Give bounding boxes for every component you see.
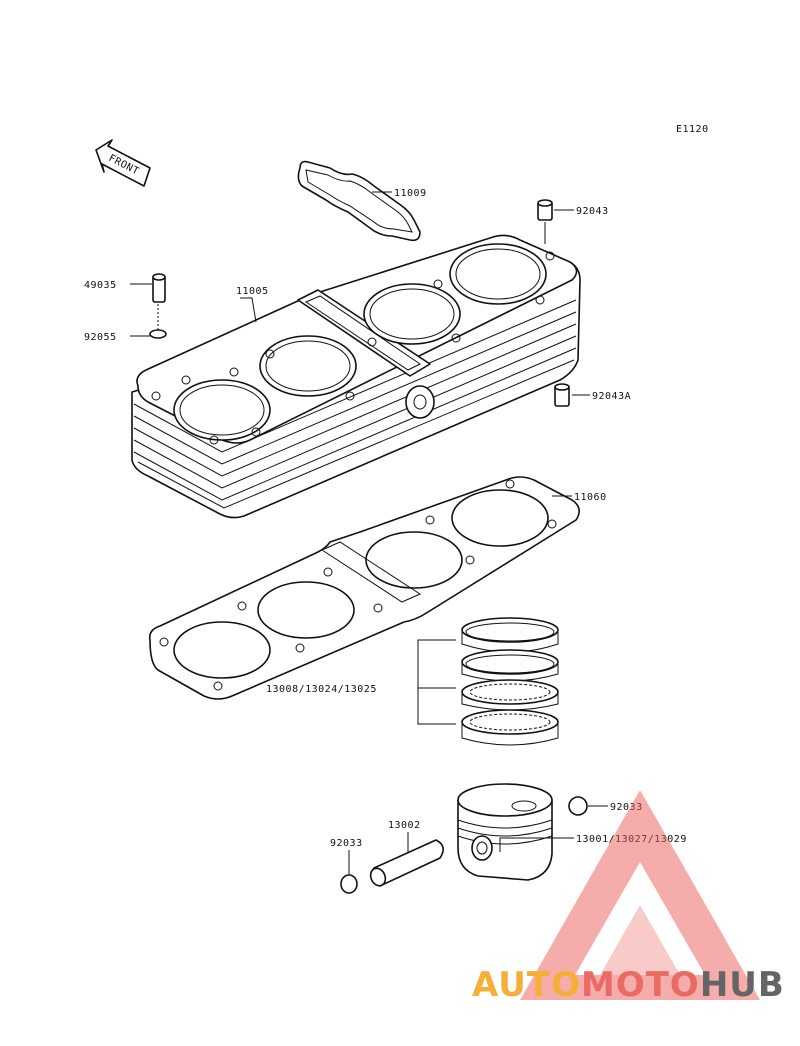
label-92055: 92055 — [84, 332, 117, 343]
label-92033-left: 92033 — [330, 838, 363, 849]
label-11005: 11005 — [236, 286, 269, 297]
dowel-left — [152, 273, 166, 303]
label-92043A: 92043A — [592, 391, 631, 402]
watermark-logo: AUTOMOTOHUB — [472, 790, 785, 1005]
watermark-moto: MOTO — [581, 965, 700, 1005]
piston-ring-set — [461, 617, 559, 746]
head-cover-gasket — [297, 160, 421, 242]
diagram-code: E1120 — [676, 124, 709, 135]
label-ring-set: 13008/13024/13025 — [266, 684, 377, 695]
piston — [457, 783, 553, 881]
label-11009: 11009 — [394, 188, 427, 199]
label-piston: 13001/13027/13029 — [576, 834, 687, 845]
front-arrow-icon: FRONT — [95, 139, 151, 187]
piston-pin — [369, 839, 444, 887]
circlip-right — [568, 796, 588, 816]
base-gasket — [148, 476, 580, 700]
cylinder-block — [131, 234, 581, 519]
watermark-text: AUTOMOTOHUB — [472, 965, 785, 1005]
label-13002: 13002 — [388, 820, 421, 831]
label-92043: 92043 — [576, 206, 609, 217]
watermark-auto: AUTO — [472, 965, 581, 1005]
label-49035: 49035 — [84, 280, 117, 291]
watermark-hub: HUB — [700, 965, 785, 1005]
label-92033-right: 92033 — [610, 802, 643, 813]
o-ring-left — [149, 329, 167, 339]
dowel-right — [554, 383, 570, 407]
label-11060: 11060 — [574, 492, 607, 503]
dowel-top — [537, 199, 553, 221]
circlip-left — [340, 874, 358, 894]
